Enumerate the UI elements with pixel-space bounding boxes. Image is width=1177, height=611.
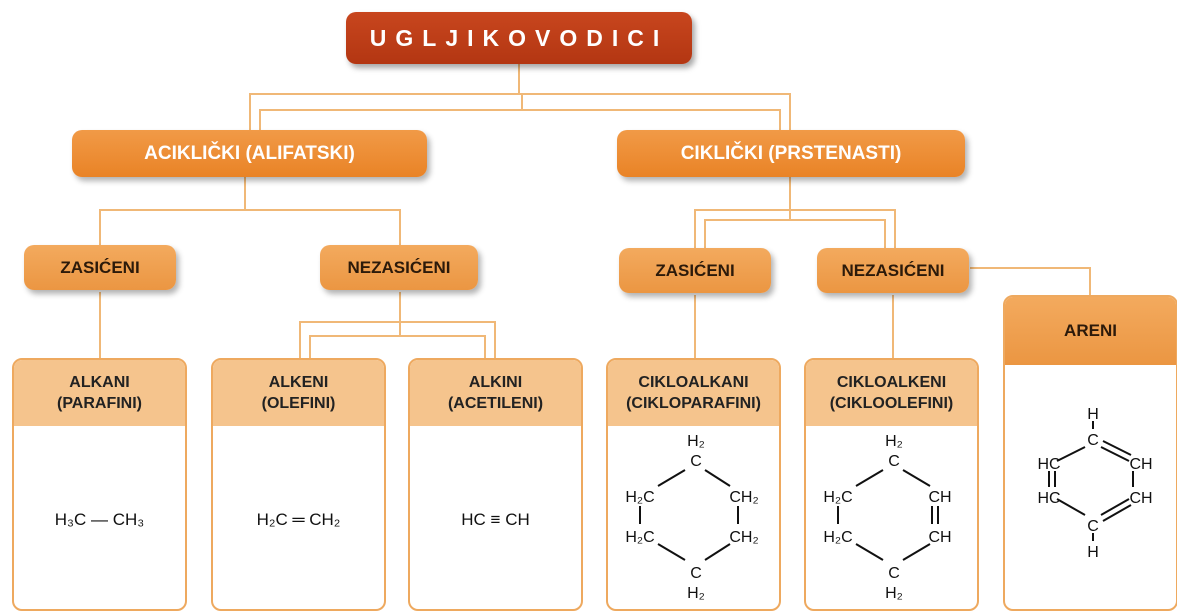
node-aciklicki: ACIKLIČKI (ALIFATSKI) [72,130,427,177]
formula-ethene: H₂C ═ CH₂ [213,510,384,530]
node-aciklicki-label: ACIKLIČKI (ALIFATSKI) [144,142,355,164]
atom-top-h2: H₂ [687,433,705,450]
card-alkeni: ALKENI (OLEFINI) H₂C ═ CH₂ [211,358,386,611]
card-subtitle: (PARAFINI) [56,395,143,412]
card-title: ALKANI [69,374,130,391]
card-alkani: ALKANI (PARAFINI) H₃C — CH₃ [12,358,187,611]
atom-right-down: CH [1129,490,1152,507]
card-header: CIKLOALKENI (CIKLOOLEFINI) [806,360,977,426]
card-header: ALKENI (OLEFINI) [213,360,384,426]
atom-top-c: C [888,453,900,470]
node-ciklicki-nezasiceni: NEZASIĆENI [817,248,969,293]
atom-bottom-c: C [690,565,702,582]
single-bond: — [91,510,108,529]
card-body: HC ≡ CH [410,426,581,609]
formula-right: CH [505,510,530,529]
formula-ethane: H₃C — CH₃ [14,510,185,530]
node-ciklicki: CIKLIČKI (PRSTENASTI) [617,130,965,177]
node-ciklicki-label: CIKLIČKI (PRSTENASTI) [680,142,902,164]
atom-top-h2: H₂ [885,433,903,450]
node-label: ZASIĆENI [655,260,735,280]
card-cikloalkani: CIKLOALKANI (CIKLOPARAFINI) H₂ C H₂C CH₂… [606,358,781,611]
card-cikloalkeni: CIKLOALKENI (CIKLOOLEFINI) H₂ C H₂C CH H… [804,358,979,611]
atom-top-h: H [1087,406,1099,423]
formula-left: H₃C [54,510,87,529]
atom-bottom-h: H [1087,544,1099,561]
card-subtitle: (ACETILENI) [447,395,544,412]
atom-left-down: H₂C [625,529,654,546]
card-body: H C HC CH HC CH C H [1005,365,1176,609]
card-body: H₃C — CH₃ [14,426,185,609]
double-bond: ═ [292,510,305,529]
card-title: ARENI [1064,321,1117,340]
card-alkini: ALKINI (ACETILENI) HC ≡ CH [408,358,583,611]
formula-left: H₂C [256,510,288,529]
atom-right-up: CH [1129,456,1152,473]
card-title: ALKENI [268,374,329,391]
card-header: ARENI [1005,297,1176,365]
formula-right: CH₃ [112,510,145,529]
atom-left-up: H₂C [823,489,852,506]
card-areni: ARENI H C HC CH HC CH [1003,295,1177,611]
card-body: H₂ C H₂C CH₂ H₂C CH₂ C H₂ [608,426,779,609]
node-label: NEZASIĆENI [841,260,945,280]
atom-bottom-h2: H₂ [687,585,705,602]
node-aciklicki-zasiceni: ZASIĆENI [24,245,176,290]
cyclohexane-structure: H₂ C H₂C CH₂ H₂C CH₂ C H₂ [625,433,758,602]
atom-left-down: H₂C [823,529,852,546]
atom-left-up: H₂C [625,489,654,506]
card-header: CIKLOALKANI (CIKLOPARAFINI) [608,360,779,426]
atom-right-up: CH₂ [729,489,758,506]
atom-bottom-h2: H₂ [885,585,903,602]
node-ciklicki-zasiceni: ZASIĆENI [619,248,771,293]
card-subtitle: (CIKLOPARAFINI) [626,395,761,412]
root-node-ugljikovodici: UGLJIKOVODICI [346,12,692,64]
formula-ethyne: HC ≡ CH [410,510,581,530]
card-header: ALKINI (ACETILENI) [410,360,581,426]
card-subtitle: (CIKLOOLEFINI) [829,395,954,412]
atom-bottom-c: C [1087,518,1099,535]
atom-top-c: C [1087,432,1099,449]
atom-bottom-c: C [888,565,900,582]
atom-right-down: CH₂ [729,529,758,546]
card-title: ALKINI [468,374,523,391]
card-title: CIKLOALKENI [836,374,947,391]
benzene-structure: H C HC CH HC CH C H [1037,406,1152,561]
node-aciklicki-nezasiceni: NEZASIĆENI [320,245,478,290]
atom-top-c: C [690,453,702,470]
card-body: H₂ C H₂C CH H₂C CH C H₂ [806,426,977,609]
triple-bond: ≡ [490,510,501,529]
node-label: ZASIĆENI [60,257,140,277]
atom-right-down: CH [928,529,951,546]
card-title: CIKLOALKANI [638,374,749,391]
formula-right: CH₂ [309,510,341,529]
card-header: ALKANI (PARAFINI) [14,360,185,426]
atom-right-up: CH [928,489,951,506]
card-subtitle: (OLEFINI) [261,395,336,412]
root-label: UGLJIKOVODICI [369,24,669,51]
atom-left-down: HC [1037,490,1060,507]
formula-left: HC [461,510,486,529]
atom-left-up: HC [1037,456,1060,473]
node-label: NEZASIĆENI [347,257,451,277]
card-body: H₂C ═ CH₂ [213,426,384,609]
cyclohexene-structure: H₂ C H₂C CH H₂C CH C H₂ [823,433,951,602]
